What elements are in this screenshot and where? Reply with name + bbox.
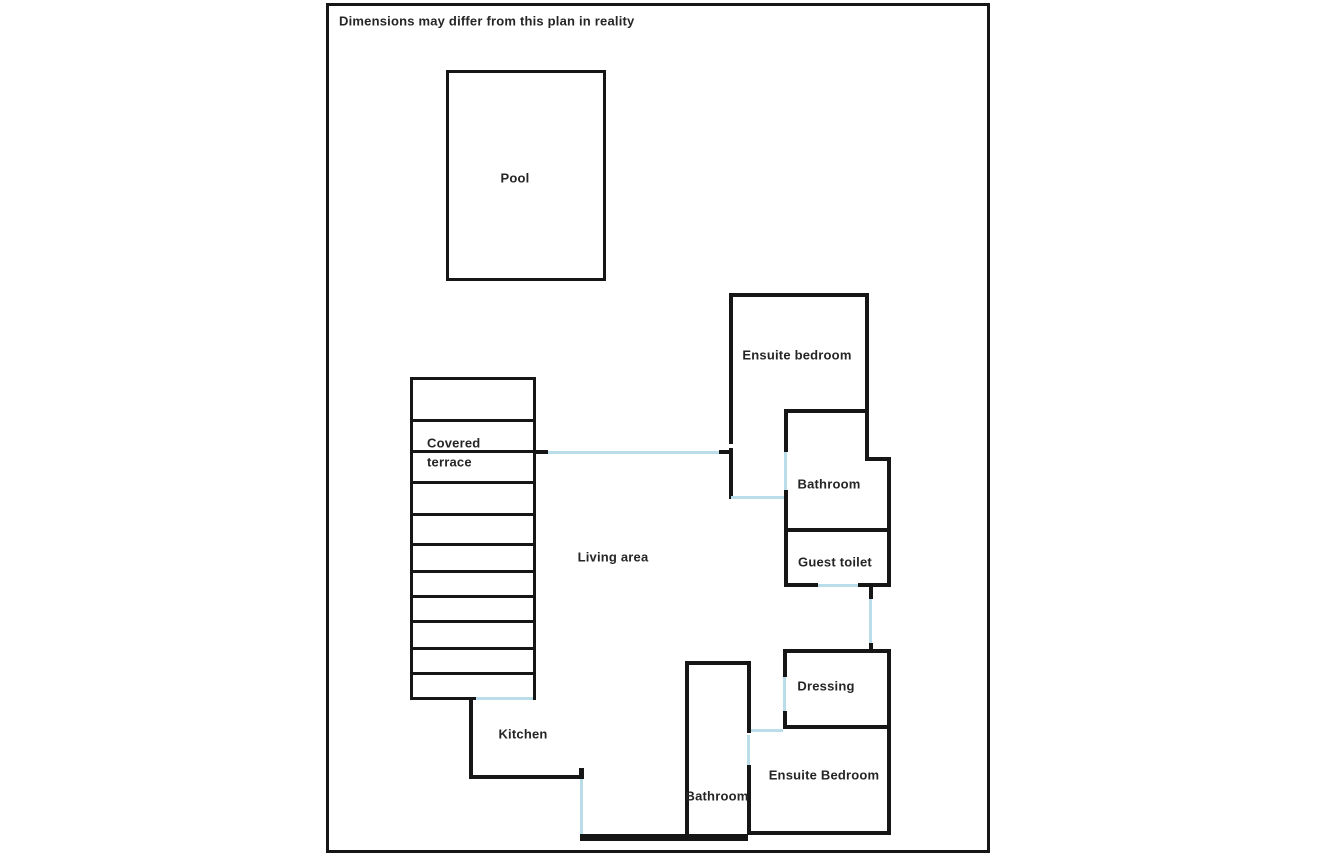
bathroom2-top-wall xyxy=(685,661,751,665)
dressing-left-wall xyxy=(783,649,787,677)
kitchen-door-opening xyxy=(580,779,583,834)
wall-tick xyxy=(579,768,584,779)
wall-step xyxy=(865,457,891,461)
room-label-guest-toilet: Guest toilet xyxy=(798,554,872,570)
room-label-kitchen: Kitchen xyxy=(498,726,548,742)
bathroom-door-opening xyxy=(784,452,787,490)
room-label-pool: Pool xyxy=(500,170,530,186)
room-label-covered-terrace-line2: terrace xyxy=(427,454,472,470)
bedroom-dressing-opening xyxy=(751,729,783,732)
bathroom-left-wall-lower xyxy=(784,490,788,587)
dressing-door-opening xyxy=(783,677,786,711)
terrace-slat-line xyxy=(410,595,536,598)
wall-tick xyxy=(533,450,548,454)
south-wall xyxy=(580,834,748,841)
guest-toilet-door-opening xyxy=(818,584,858,587)
pool-outline xyxy=(446,70,606,281)
ensuite-bedroom-right-wall xyxy=(865,293,869,461)
ensuite-bedroom-bottom-wall xyxy=(747,831,891,835)
kitchen-wall-left xyxy=(469,700,473,779)
terrace-bedroom-opening xyxy=(548,451,719,454)
room-label-covered-terrace-line1: Covered xyxy=(427,435,481,451)
bathroom-guest-toilet-divider xyxy=(784,528,891,532)
bathroom2-right-wall-upper xyxy=(747,661,751,733)
corridor-opening xyxy=(869,599,872,645)
east-wall-lower xyxy=(887,649,891,835)
east-wall-upper xyxy=(887,457,891,587)
ensuite-bedroom-top-wall xyxy=(729,293,869,297)
terrace-slat-line xyxy=(410,672,536,675)
bathroom2-door-opening xyxy=(747,735,750,765)
guest-toilet-bottom-wall xyxy=(784,583,818,587)
dressing-left-wall-lower xyxy=(783,711,787,729)
guest-toilet-bottom-wall xyxy=(858,583,891,587)
room-label-ensuite-bedroom-top: Ensuite bedroom xyxy=(742,347,852,363)
terrace-slat-line xyxy=(410,481,536,484)
wall-tick xyxy=(719,450,731,454)
kitchen-wall-bottom xyxy=(469,775,584,779)
bathroom2-right-wall-lower xyxy=(747,765,751,835)
terrace-slat-line xyxy=(410,543,536,546)
room-label-ensuite-bedroom-bottom: Ensuite Bedroom xyxy=(768,767,880,783)
terrace-slat-line xyxy=(410,647,536,650)
ensuite-bedroom-left-wall-lower xyxy=(729,448,733,499)
room-label-dressing: Dressing xyxy=(797,678,855,694)
bathroom-left-wall xyxy=(784,409,788,452)
room-label-living-area: Living area xyxy=(577,549,649,565)
terrace-door-opening xyxy=(476,697,533,700)
bathroom2-left-wall xyxy=(685,661,689,837)
terrace-wall-bottom xyxy=(410,697,476,700)
terrace-slat-line xyxy=(410,419,536,422)
terrace-wall-right xyxy=(533,377,536,700)
room-label-bathroom-top: Bathroom xyxy=(797,476,861,492)
plan-outer-border xyxy=(326,3,990,853)
room-label-bathroom-bottom: Bathroom xyxy=(685,788,749,804)
terrace-wall-left xyxy=(410,377,413,700)
terrace-slat-line xyxy=(410,570,536,573)
dressing-top-wall xyxy=(783,649,891,653)
ensuite-bedroom-left-wall-upper xyxy=(729,293,733,444)
bedroom-bathroom-opening xyxy=(731,496,784,499)
disclaimer-text: Dimensions may differ from this plan in … xyxy=(339,13,635,29)
dressing-bottom-wall xyxy=(783,725,891,729)
corridor-wall xyxy=(869,586,873,599)
bathroom-top-wall xyxy=(784,409,869,413)
terrace-slat-line xyxy=(410,620,536,623)
terrace-slat-line xyxy=(410,513,536,516)
terrace-wall-top xyxy=(410,377,536,380)
corridor-wall xyxy=(869,643,873,652)
terrace-slat-line xyxy=(410,450,536,453)
